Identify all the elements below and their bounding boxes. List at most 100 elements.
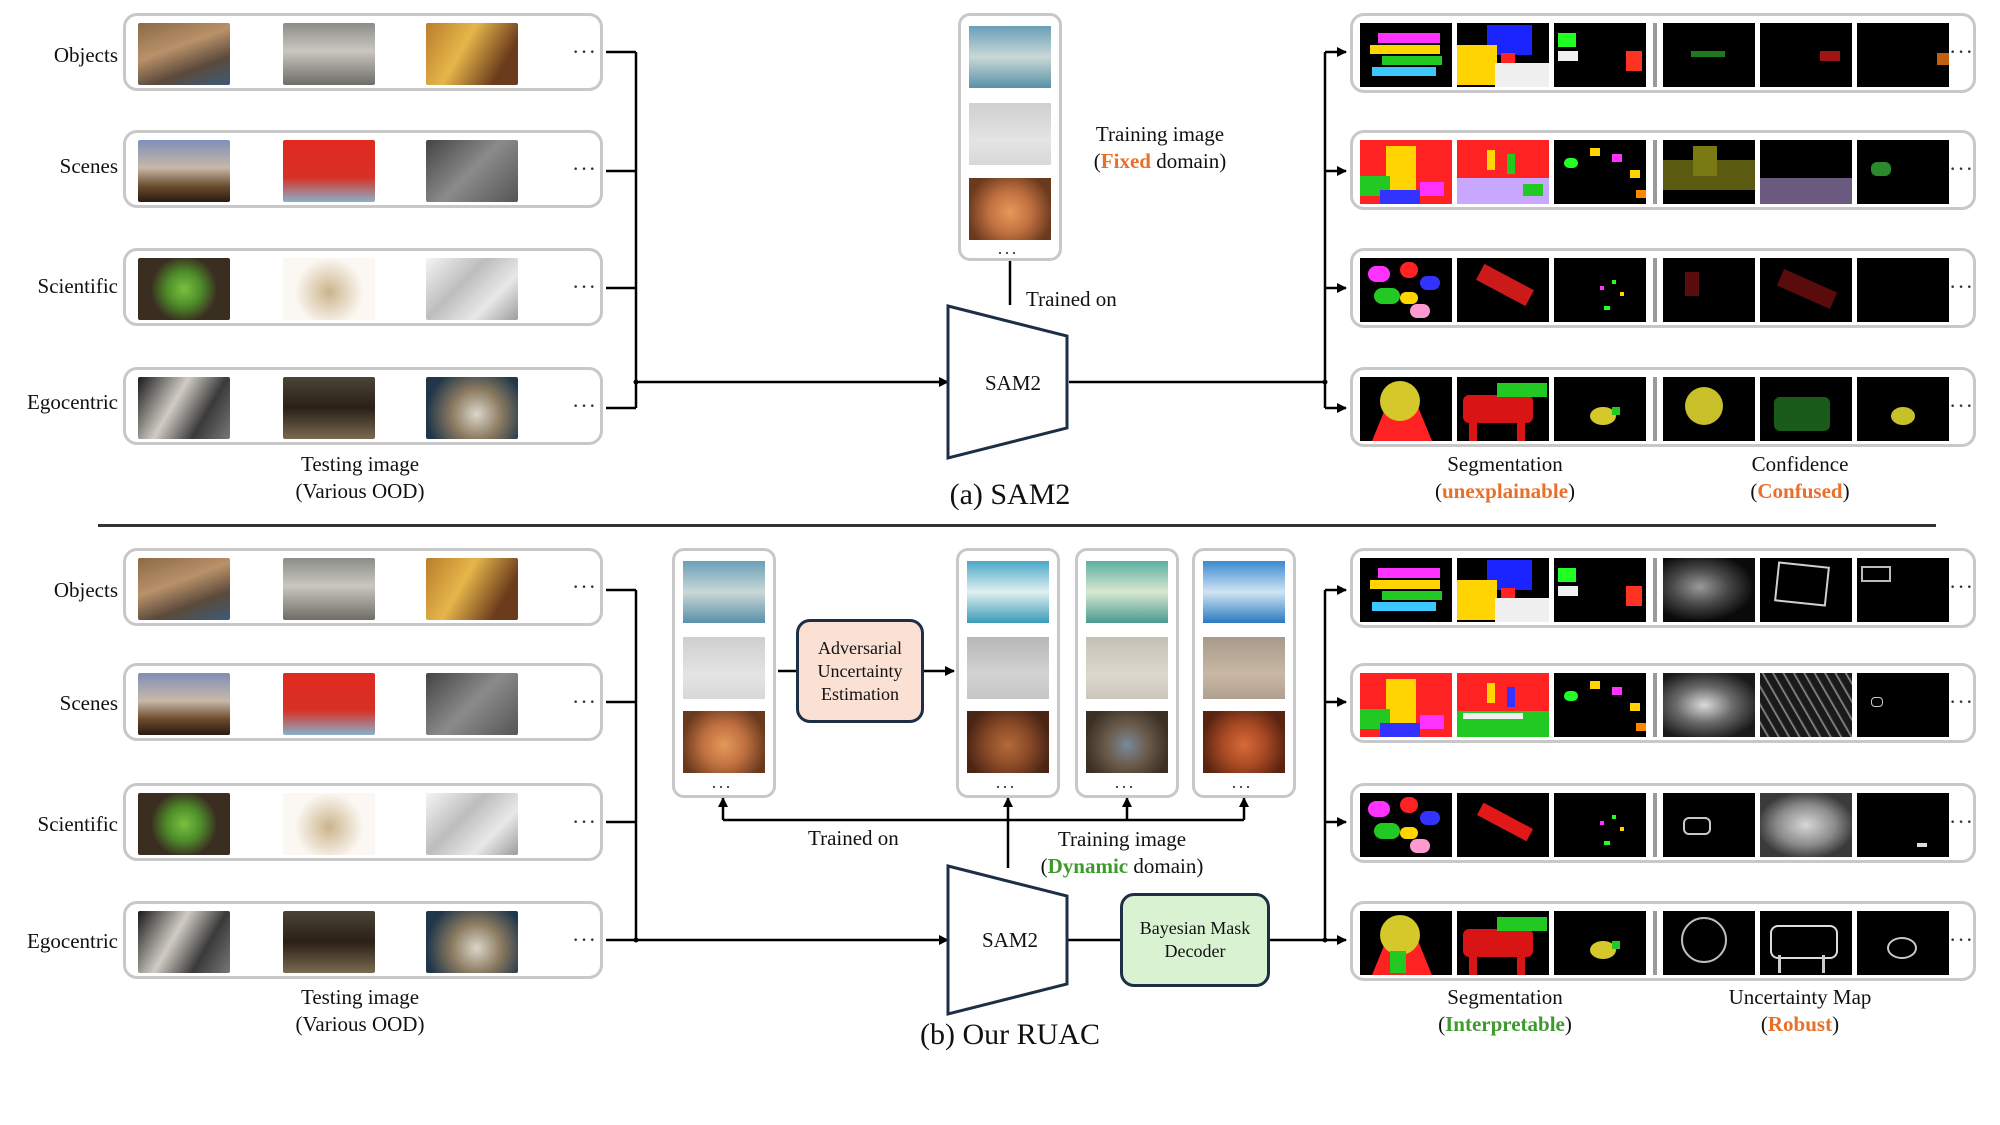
training-image <box>969 26 1051 88</box>
test-row-objects: ··· <box>123 13 603 91</box>
ellipsis: ··· <box>1949 574 1974 599</box>
segmentation-title: Segmentation <box>1447 452 1563 476</box>
test-image <box>138 140 230 202</box>
segmentation-subtitle: (unexplainable) <box>1434 479 1576 503</box>
test-image <box>283 793 375 855</box>
uncertainty-map <box>1857 793 1949 857</box>
test-image <box>138 558 230 620</box>
title-b: (b) Our RUAC <box>920 1018 1100 1051</box>
testing-subtitle: (Various OOD) <box>295 1012 425 1036</box>
segmentation-mask <box>1457 673 1549 737</box>
test-image <box>426 911 518 973</box>
row-label-scenes: Scenes <box>59 154 118 178</box>
segmentation-mask <box>1360 793 1452 857</box>
adversarial-uncertainty-estimation-block: Adversarial Uncertainty Estimation <box>796 619 924 723</box>
test-image <box>426 793 518 855</box>
test-image <box>283 911 375 973</box>
ellipsis: ··· <box>1231 777 1252 797</box>
training-title: Training image <box>1057 827 1187 851</box>
row-label-scenes: Scenes <box>59 691 118 715</box>
test-image <box>426 258 518 320</box>
test-image <box>283 140 375 202</box>
title-a: (a) SAM2 <box>949 478 1071 511</box>
confidence-map <box>1663 258 1755 322</box>
separator <box>1653 23 1657 87</box>
testing-title: Testing image <box>300 452 420 476</box>
test-image <box>138 258 230 320</box>
confidence-map <box>1663 140 1755 204</box>
test-row-scenes: ··· <box>123 663 603 741</box>
training-image <box>1203 561 1285 623</box>
separator <box>1653 911 1657 975</box>
bayesian-mask-decoder-block: Bayesian Mask Decoder <box>1120 893 1270 987</box>
testing-caption-b: Testing image (Various OOD) <box>240 984 480 1038</box>
training-subtitle: (Fixed domain) <box>1093 149 1227 173</box>
uncertainty-map <box>1760 911 1852 975</box>
segmentation-mask <box>1360 911 1452 975</box>
ellipsis: ··· <box>1949 393 1974 418</box>
uncertainty-map <box>1857 673 1949 737</box>
ellipsis: ··· <box>711 777 732 797</box>
segmentation-mask <box>1554 793 1646 857</box>
training-subtitle: (Dynamic domain) <box>1040 854 1204 878</box>
training-image <box>1086 637 1168 699</box>
separator <box>1653 377 1657 441</box>
segmentation-mask <box>1554 911 1646 975</box>
training-image <box>683 637 765 699</box>
ellipsis: ··· <box>1949 809 1974 834</box>
robust-word: Robust <box>1767 1012 1833 1036</box>
segmentation-mask <box>1360 377 1452 441</box>
test-image <box>138 377 230 439</box>
confidence-map <box>1760 377 1852 441</box>
sam2-label-a: SAM2 <box>984 371 1042 395</box>
training-box-original: ··· <box>672 548 776 798</box>
segmentation-mask <box>1554 140 1646 204</box>
training-caption-a: Training image (Fixed domain) <box>1060 121 1260 175</box>
test-image <box>283 558 375 620</box>
segmentation-mask <box>1360 258 1452 322</box>
test-image <box>426 377 518 439</box>
segmentation-mask <box>1457 558 1549 622</box>
segmentation-mask <box>1457 258 1549 322</box>
separator <box>1653 140 1657 204</box>
row-label-scientific: Scientific <box>37 812 118 836</box>
test-row-egocentric: ··· <box>123 367 603 445</box>
test-image <box>138 793 230 855</box>
separator <box>1653 673 1657 737</box>
confidence-map <box>1857 140 1949 204</box>
test-image <box>138 911 230 973</box>
ellipsis: ··· <box>1949 156 1974 181</box>
training-image <box>969 103 1051 165</box>
test-image <box>426 558 518 620</box>
training-image <box>1203 711 1285 773</box>
test-image <box>426 23 518 85</box>
output-row-egocentric-a: ··· <box>1350 367 1976 447</box>
ellipsis: ··· <box>1949 274 1974 299</box>
test-image <box>283 377 375 439</box>
confused-word: Confused <box>1757 479 1843 503</box>
test-row-scientific: ··· <box>123 783 603 861</box>
output-row-scientific-b: ··· <box>1350 783 1976 863</box>
segmentation-mask <box>1457 140 1549 204</box>
ellipsis: ··· <box>995 777 1016 797</box>
dynamic-word: Dynamic <box>1047 854 1129 878</box>
confidence-map <box>1857 258 1949 322</box>
row-label-objects: Objects <box>53 578 118 602</box>
training-caption-b: Training image (Dynamic domain) <box>1022 826 1222 880</box>
uncertainty-map <box>1760 673 1852 737</box>
confidence-subtitle: (Confused) <box>1750 479 1850 503</box>
training-image <box>1203 637 1285 699</box>
ellipsis: ··· <box>572 809 597 834</box>
ellipsis: ··· <box>572 574 597 599</box>
segmentation-mask <box>1554 558 1646 622</box>
row-label-egocentric: Egocentric <box>27 390 118 414</box>
training-title: Training image <box>1095 122 1225 146</box>
confidence-map <box>1760 258 1852 322</box>
training-image <box>1086 711 1168 773</box>
segmentation-title: Segmentation <box>1447 985 1563 1009</box>
training-image <box>967 561 1049 623</box>
section-divider <box>98 524 1936 527</box>
training-image <box>967 711 1049 773</box>
uncertainty-map <box>1663 911 1755 975</box>
training-image <box>1086 561 1168 623</box>
